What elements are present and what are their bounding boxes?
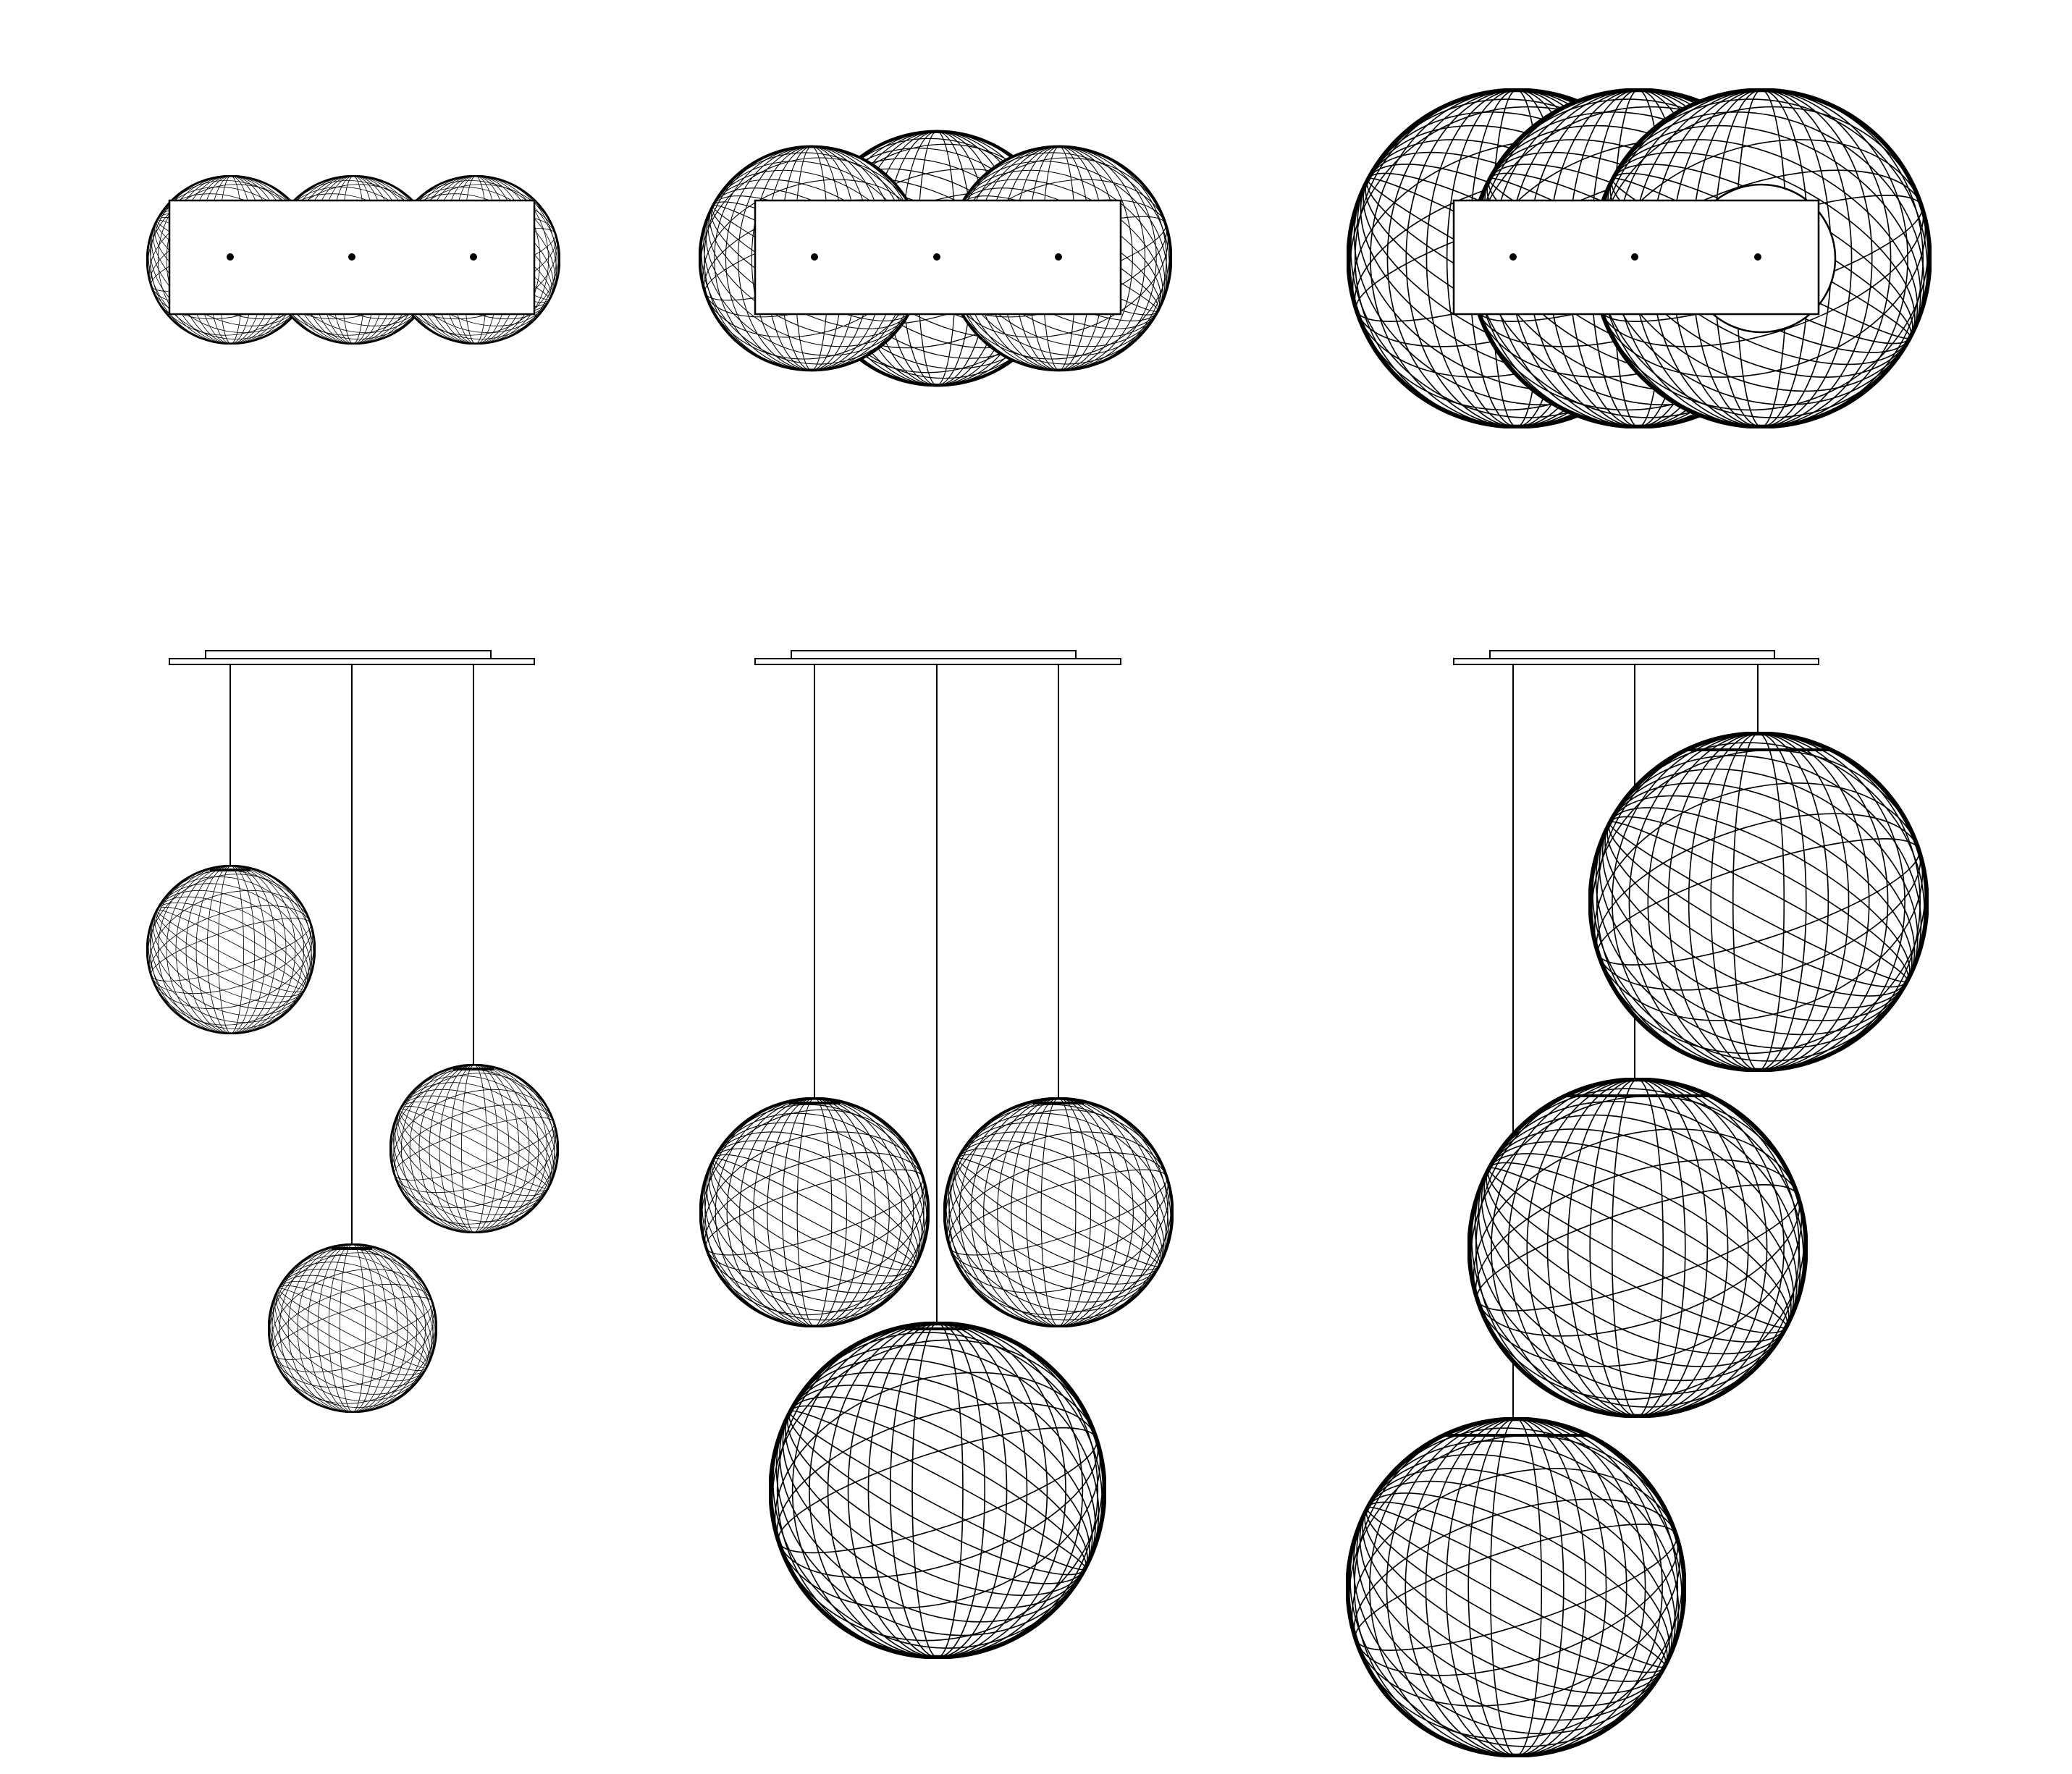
pendant-shade [389, 1064, 559, 1233]
canopy-plate [1453, 658, 1819, 665]
plan-view-large-trio [1294, 41, 1984, 476]
elevation-view-large-trio [1294, 650, 1981, 1774]
plan-view-mixed-trio [699, 95, 1172, 422]
elevation-view-small-trio [146, 650, 559, 1413]
pendant-shade [699, 1097, 930, 1327]
cable-point [1055, 253, 1062, 261]
pendant-shade [717, 1275, 1158, 1705]
cable-point [811, 253, 818, 261]
cable-point [933, 253, 940, 261]
pendant-shade [268, 1243, 437, 1413]
elevation-view-mixed-trio [699, 650, 1174, 1706]
canopy-box [791, 650, 1077, 659]
pendant-shade [146, 865, 316, 1034]
canopy-plate [169, 658, 535, 665]
canopy-box [205, 650, 492, 659]
cable-point [227, 253, 234, 261]
cable-point [1631, 253, 1638, 261]
cable-point [470, 253, 477, 261]
pendant-shade [1294, 1370, 1738, 1774]
cable-point [1754, 253, 1761, 261]
plan-view-small-trio [146, 175, 560, 345]
canopy-plate [754, 658, 1121, 665]
cable-point [1509, 253, 1517, 261]
pendant-shade [943, 1097, 1174, 1327]
cable-point [348, 253, 355, 261]
canopy-box [1489, 650, 1775, 659]
